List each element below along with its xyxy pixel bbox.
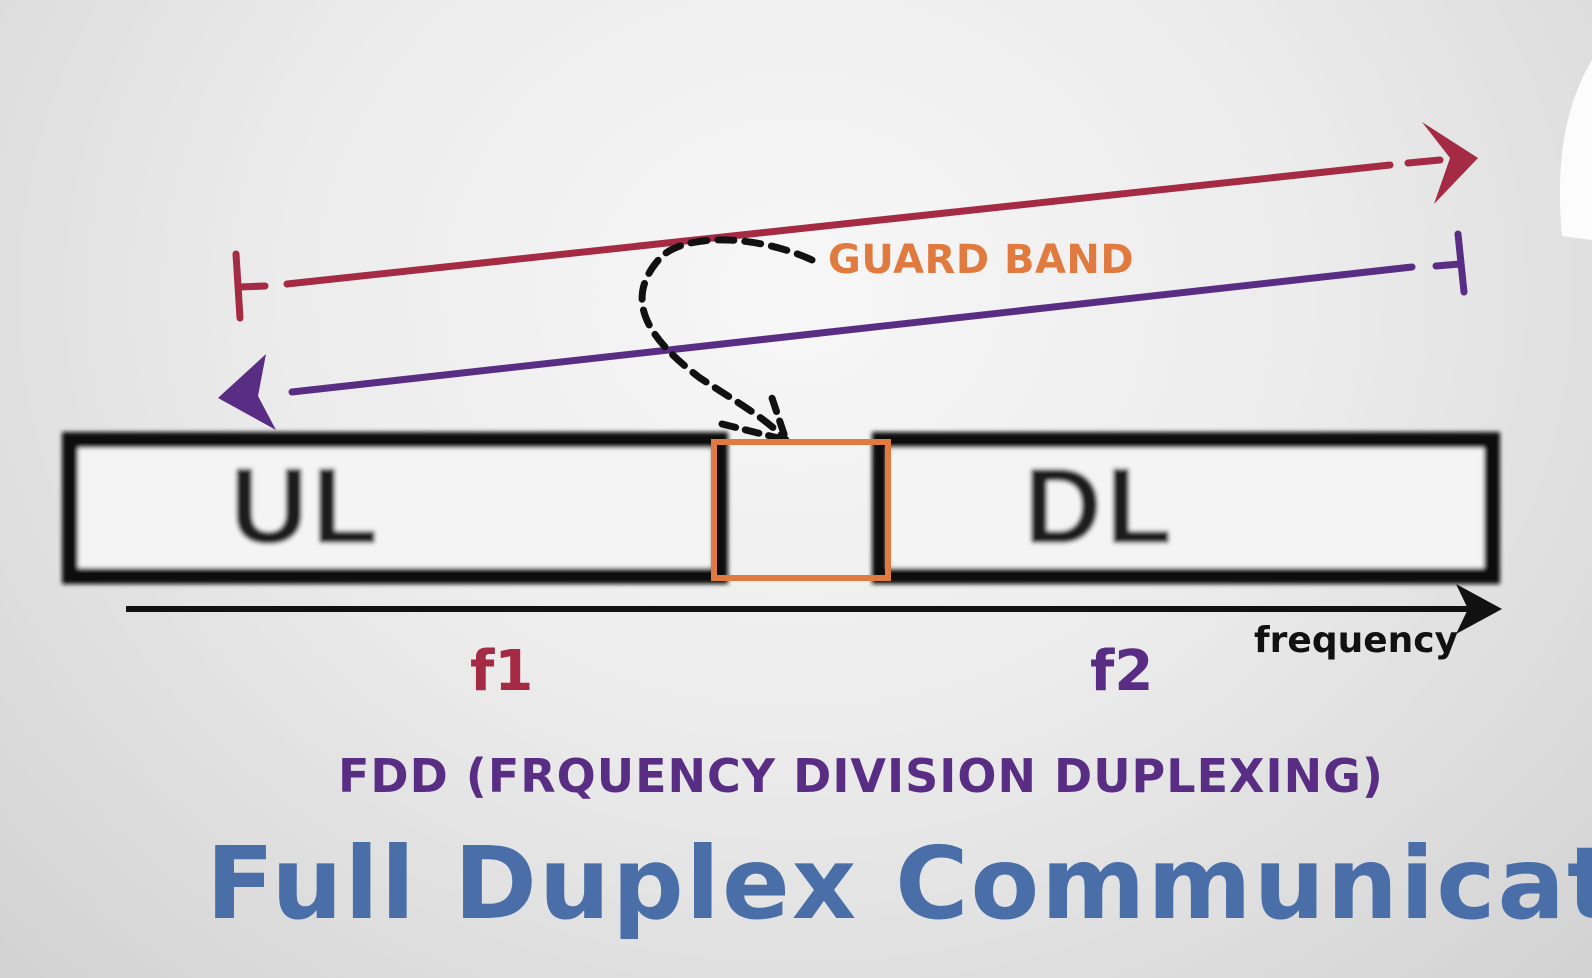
uplink-arrow-tail-stub — [236, 282, 269, 291]
frequency-axis-arrowhead — [1456, 584, 1502, 634]
downlink-label: DL — [1024, 445, 1176, 566]
guard-band-pointer — [638, 236, 816, 444]
guard-band-label: GUARD BAND — [828, 237, 1134, 283]
uplink-arrow-head — [1422, 122, 1478, 204]
frequency-axis — [126, 584, 1502, 634]
uplink-arrow — [232, 122, 1478, 322]
fdd-subtitle: FDD (FRQUENCY DIVISION DUPLEXING) — [338, 749, 1384, 803]
band-row: UL DL — [62, 432, 1500, 584]
frequency-axis-label: frequency — [1254, 620, 1458, 661]
main-title: Full Duplex Communication — [206, 825, 1592, 942]
downlink-arrow-shaft — [288, 263, 1416, 396]
edge-decoration — [1559, 60, 1592, 240]
f2-label: f2 — [1090, 639, 1153, 704]
downlink-box — [872, 432, 1500, 584]
downlink-arrow — [218, 230, 1468, 430]
uplink-arrow-shaft-end — [1404, 156, 1444, 167]
downlink-arrow-head — [218, 354, 276, 430]
f1-label: f1 — [470, 639, 533, 704]
uplink-label: UL — [230, 445, 382, 566]
uplink-box — [62, 432, 728, 584]
guard-band-pointer-curve — [638, 236, 816, 444]
guard-band-box — [711, 439, 891, 581]
guard-band-pointer-head — [718, 394, 790, 444]
uplink-arrow-shaft — [283, 161, 1394, 288]
downlink-arrow-tail-stub — [1432, 260, 1464, 270]
